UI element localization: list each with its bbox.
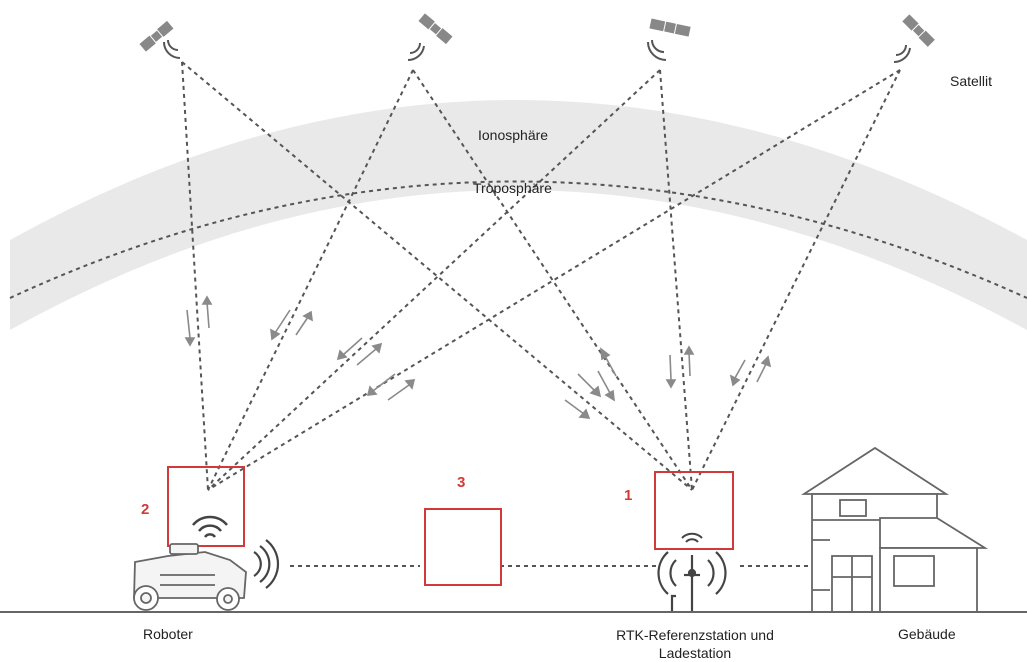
satellite-icon: [418, 13, 453, 45]
ionosphere-label: Ionosphäre: [478, 127, 549, 143]
marker-number-2: 2: [141, 501, 150, 518]
building-label: Gebäude: [898, 626, 956, 642]
signal-arrows: [184, 295, 772, 419]
rtk-station-label: RTK-Referenzstation und Ladestation: [616, 627, 774, 661]
antenna-icon: [657, 551, 727, 612]
satellite-icon: [902, 14, 935, 47]
wifi-signal-icon: [192, 515, 228, 538]
atmosphere-band: [10, 100, 1027, 330]
marker-box-2: [167, 466, 245, 547]
satellite-label: Satellit: [950, 73, 993, 89]
robot-mower-icon: [133, 543, 247, 611]
troposphere-boundary: [9, 180, 1027, 299]
signal-lines: [181, 61, 901, 567]
troposphere-label: Troposphäre: [473, 180, 552, 196]
marker-box-3: [424, 508, 502, 586]
robot-label: Roboter: [143, 626, 193, 642]
wifi-signal-icon: [681, 532, 703, 543]
satellite-signal-icons: [163, 39, 911, 64]
marker-box-1: [654, 471, 734, 550]
house-icon: [800, 446, 989, 613]
marker-number-3: 3: [457, 474, 466, 491]
satellite-icon: [649, 18, 691, 37]
robot-signal-icon: [253, 539, 280, 589]
satellite-icon: [139, 20, 174, 52]
marker-number-1: 1: [624, 487, 633, 504]
